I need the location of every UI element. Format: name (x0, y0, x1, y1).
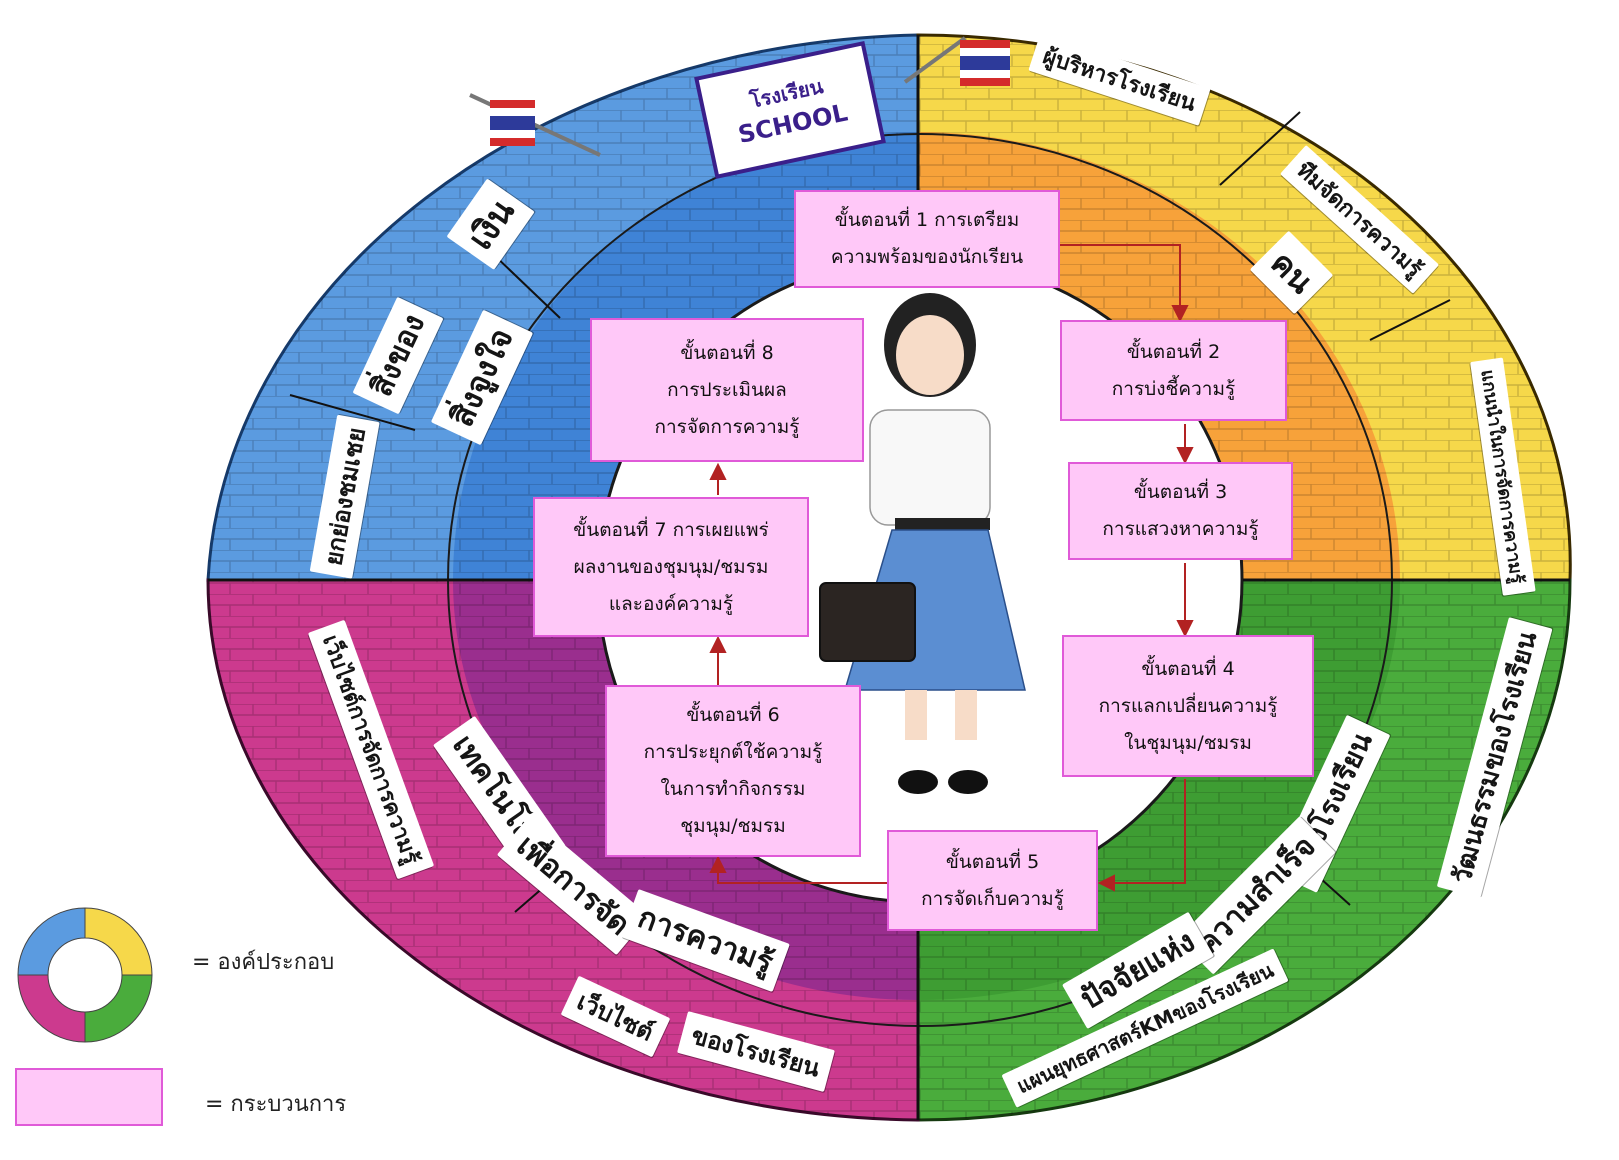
step-3-line-2: การแสวงหาความรู้ (1102, 518, 1259, 540)
legend-component-label: = องค์ประกอบ (192, 950, 335, 975)
arrow-step1-to-step2 (1060, 244, 1181, 310)
step-7-box: ขั้นตอนที่ 7 การเผยแพร่ ผลงานของชุมนุม/ช… (533, 497, 809, 637)
step-5-line-1: ขั้นตอนที่ 5 (945, 850, 1040, 873)
step-2-line-1: ขั้นตอนที่ 2 (1126, 340, 1221, 363)
step-6-line-4: ชุมนุม/ชมรม (680, 815, 786, 837)
legend-process-label: = กระบวนการ (205, 1092, 347, 1117)
step-5-box: ขั้นตอนที่ 5 การจัดเก็บความรู้ (887, 830, 1098, 931)
step-4-line-1: ขั้นตอนที่ 4 (1141, 657, 1235, 680)
step-6-line-2: การประยุกต์ใช้ความรู้ (643, 741, 823, 763)
thai-flag-right (903, 36, 1010, 86)
step-2-box: ขั้นตอนที่ 2 การบ่งชี้ความรู้ (1060, 320, 1287, 421)
student-illustration (819, 293, 1026, 794)
step-3-box: ขั้นตอนที่ 3 การแสวงหาความรู้ (1068, 462, 1293, 560)
process-arrows (709, 244, 1194, 892)
step-8-line-1: ขั้นตอนที่ 8 (680, 341, 774, 364)
step-7-line-1: ขั้นตอนที่ 7 การเผยแพร่ (573, 518, 769, 541)
legend-component-icon (17, 907, 153, 1043)
step-2-line-2: การบ่งชี้ความรู้ (1111, 377, 1236, 400)
school-sign: โรงเรียน SCHOOL (694, 41, 886, 179)
step-8-line-2: การประเมินผล (667, 378, 787, 401)
arrow-step4-to-step5 (1110, 779, 1186, 884)
step-7-line-3: และองค์ความรู้ (608, 592, 734, 615)
thai-flag-left (469, 93, 601, 157)
step-1-line-2: ความพร้อมของนักเรียน (830, 246, 1024, 268)
step-3-line-1: ขั้นตอนที่ 3 (1133, 481, 1228, 503)
step-1-line-1: ขั้นตอนที่ 1 การเตรียม (834, 209, 1020, 231)
step-8-line-3: การจัดการความรู้ (654, 415, 800, 438)
step-4-box: ขั้นตอนที่ 4 การแลกเปลี่ยนความรู้ ในชุมน… (1062, 635, 1314, 777)
step-6-line-1: ขั้นตอนที่ 6 (686, 704, 780, 726)
step-5-line-2: การจัดเก็บความรู้ (921, 887, 1064, 910)
step-4-line-2: การแลกเปลี่ยนความรู้ (1098, 694, 1278, 717)
step-6-line-3: ในการทำกิจกรรม (660, 778, 806, 800)
step-7-line-2: ผลงานของชุมนุม/ชมรม (573, 555, 769, 578)
step-1-box: ขั้นตอนที่ 1 การเตรียม ความพร้อมของนักเร… (794, 190, 1060, 288)
step-4-line-3: ในชุมนุม/ชมรม (1124, 731, 1252, 754)
legend-process-swatch (15, 1068, 163, 1126)
step-6-box: ขั้นตอนที่ 6 การประยุกต์ใช้ความรู้ ในการ… (605, 685, 861, 857)
step-8-box: ขั้นตอนที่ 8 การประเมินผล การจัดการความร… (590, 318, 864, 462)
